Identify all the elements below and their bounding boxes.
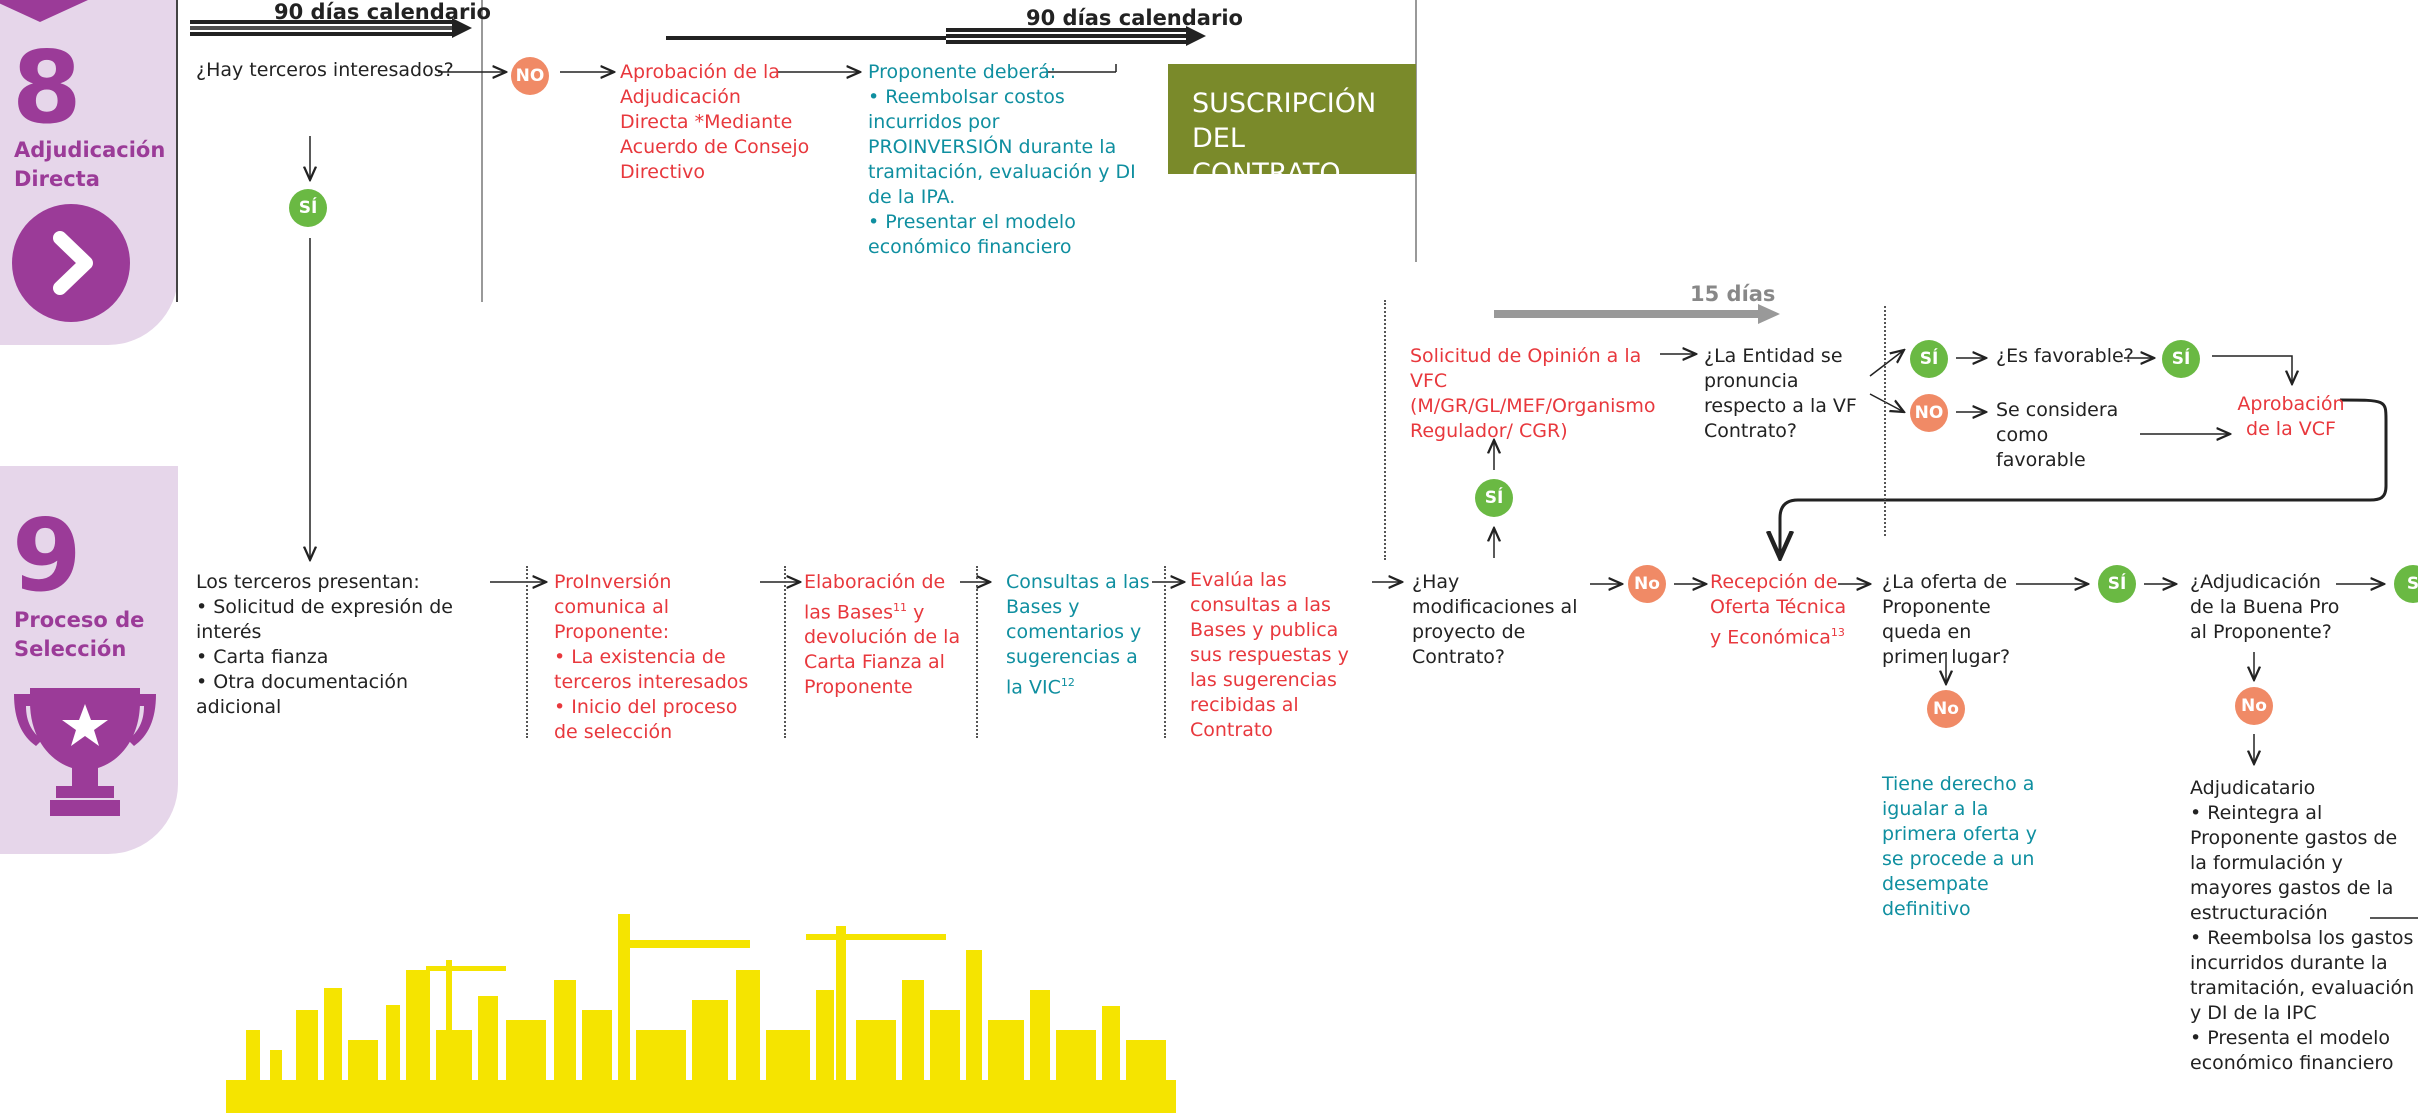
dotted-separator [1884,306,1886,536]
bases-elaboration: Elaboración de las Bases11 y devolución … [804,570,964,700]
vfc-si-badge: SÍ [1910,340,1948,378]
dotted-separator [526,566,528,738]
section-8-number: 8 [12,29,82,146]
terceros-title: Los terceros presentan: [196,571,420,593]
awardee-obligations: Adjudicatario • Reintegra al Proponente … [2190,776,2418,1076]
offer-no-badge: No [1927,690,1965,728]
bases-consultations: Consultas a las Bases y comentarios y su… [1006,570,1156,700]
days-label-right: 90 días calendario [1026,6,1243,30]
dotted-separator [1164,566,1166,738]
proponente-title: Proponente deberá: [868,61,1057,83]
timeline-bar-right [666,26,1206,46]
offer-first-place-question: ¿La oferta de Proponente queda en primer… [1882,571,2011,668]
award-si-badge-cut: S [2394,565,2418,603]
favorable-question: ¿Es favorable? [1996,345,2134,367]
dotted-separator [784,566,786,738]
modification-no-badge: No [1628,565,1666,603]
proponente-obligations: Proponente deberá: • Reembolsar costos i… [868,60,1138,260]
section-9-title: Proceso de Selección [14,608,145,661]
offer-reception: Recepción de Oferta Técnica y Económica1… [1710,570,1850,650]
dotted-separator [976,566,978,738]
city-skyline-illustration [226,914,1176,1113]
proinversion-communicates: ProInversión comunica al Proponente: • L… [554,570,754,745]
chevron-right-icon [12,204,130,322]
elaboracion-rest: y devolución de la Carta Fianza al Propo… [804,601,961,699]
vfc-no-badge: NO [1910,394,1948,432]
considered-favorable: Se considera como favorable [1996,399,2119,471]
adjudicatario-item: • Presenta el modelo económico financier… [2190,1027,2394,1074]
modifications-question: ¿Hay modificaciones al proyecto de Contr… [1412,571,1578,668]
section-8-title: Adjudicación Directa [14,138,166,191]
approval-direct-award: Aprobación de la Adjudicación Directa *M… [620,61,810,183]
si-badge: SÍ [289,189,327,227]
vcf-approval: Aprobación de la VCF [2237,393,2345,440]
trophy-star-icon [10,682,160,822]
terceros-item: • Carta fianza [196,646,329,668]
section-9-panel: 9 Proceso de Selección [0,466,178,854]
proponente-item: • Presentar el modelo económico financie… [868,211,1076,258]
vfc-opinion-request: Solicitud de Opinión a la VFC (M/GR/GL/M… [1410,345,1656,442]
award-no-badge: No [2235,687,2273,725]
adjudicatario-item: • Reembolsa los gastos incurridos durant… [2190,927,2415,1024]
contract-signing-box: SUSCRIPCIÓN DEL CONTRATO [1168,64,1416,189]
favorable-si-badge: SÍ [2162,340,2200,378]
consultas-text: Consultas a las Bases y comentarios y su… [1006,571,1150,699]
award-question: ¿Adjudicación de la Buena Pro al Propone… [2190,571,2340,643]
section-8-divider [176,0,178,302]
dotted-separator [1384,300,1386,560]
third-parties-submit: Los terceros presentan: • Solicitud de e… [196,570,496,720]
offer-si-badge: SÍ [2098,565,2136,603]
vfc-entity-question: ¿La Entidad se pronuncia respecto a la V… [1704,345,1857,442]
vfc-timeline-bar [1494,304,1780,324]
footnote-13: 13 [1830,626,1845,639]
footnote-11: 11 [893,601,908,614]
pro-comunica-title: ProInversión comunica al Proponente: [554,571,672,643]
section-8-panel: 8 Adjudicación Directa [0,0,178,345]
vfc-days-label: 15 días [1690,282,1776,306]
adjudicatario-title: Adjudicatario [2190,777,2316,799]
pro-comunica-item: • Inicio del proceso de selección [554,696,738,743]
recepcion-text: Recepción de Oferta Técnica y Económica [1710,571,1847,649]
question-third-parties: ¿Hay terceros interesados? [196,59,454,81]
no-badge: NO [511,57,549,95]
timeline-bar-left [190,18,472,38]
evaluate-consultations: Evalúa las consultas a las Bases y publi… [1190,569,1349,741]
terceros-item: • Otra documentación adicional [196,671,409,718]
pro-comunica-item: • La existencia de terceros interesados [554,646,749,693]
adjudicatario-item: • Reintegra al Proponente gastos de la f… [2190,802,2398,924]
terceros-item: • Solicitud de expresión de interés [196,596,453,643]
elaboracion-text: Elaboración de las Bases [804,571,946,624]
section-8-arrow-tip [0,0,88,22]
footnote-12: 12 [1060,676,1075,689]
section-9-number: 9 [12,497,82,614]
proponente-item: • Reembolsar costos incurridos por PROIN… [868,86,1136,208]
tie-break-right: Tiene derecho a igualar a la primera ofe… [1882,773,2038,920]
modification-si-badge: SÍ [1475,479,1513,517]
